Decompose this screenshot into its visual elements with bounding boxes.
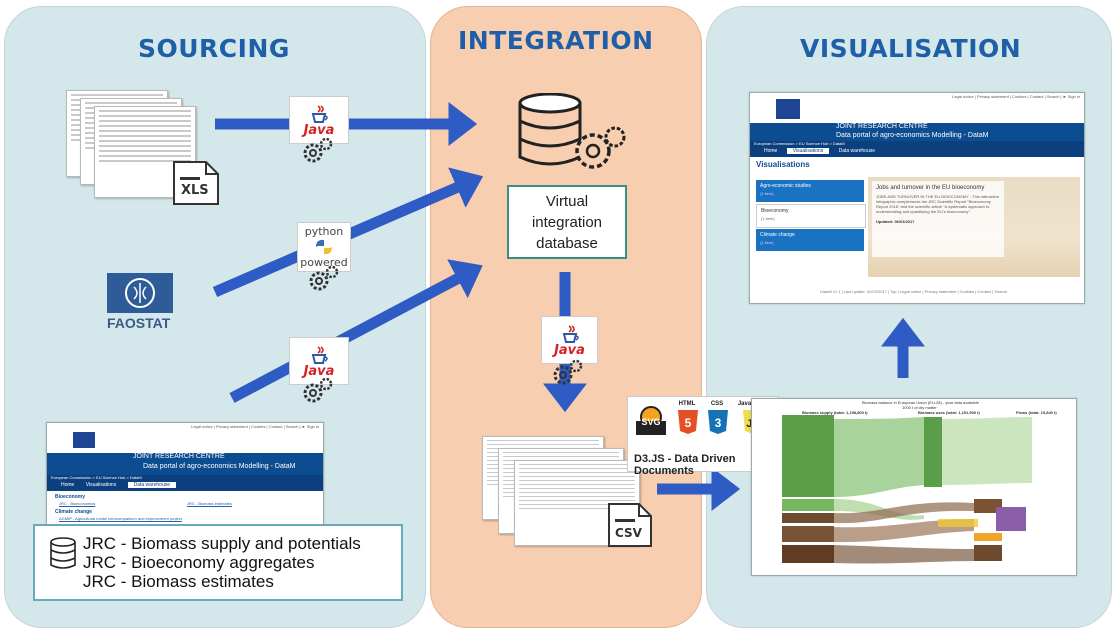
sankey-subtitle: 1000 t of dry matter [902,405,937,410]
portal-breadcrumb: European Commission > EU Science Hub > D… [754,141,845,146]
arrow-portal-to-db [229,259,483,403]
html5-shield-icon: 5 [678,410,698,434]
java-badge-2: Java [289,337,349,385]
menu-item-bioeconomy[interactable]: Bioeconomy (1 item) [756,204,866,228]
card-text: JOBS AND TURNOVER IN THE EU BIOECONOMY -… [876,194,1000,214]
menu-label: Climate change [760,232,795,238]
java-badge-3: Java [541,316,598,364]
sankey-col-uses: Biomass uses (total: 1,151,900 t) [918,410,980,415]
java-cup-icon [311,345,328,364]
portal-subtitle: Data portal of agro-economics Modelling … [836,132,989,139]
datam-portal-screenshot: Legal notice | Privacy statement | Cooki… [46,422,324,528]
csv-label: CSV [615,526,642,540]
card-title: Jobs and turnover in the EU bioeconomy [876,185,985,191]
java-cup-icon [311,104,328,123]
sankey-diagram-screenshot: Biomass balance in European Union (EU-28… [751,398,1077,576]
tab-data-warehouse[interactable]: Data warehouse [127,482,177,488]
java-label: Java [303,363,335,379]
vdb-line: Virtual [545,192,589,210]
portal-section-climate: Climate change [55,509,92,515]
java-label: Java [554,342,585,358]
sankey-title: Biomass balance in European Union (EU-28… [862,400,979,405]
portal-top-links: Legal notice | Privacy statement | Cooki… [191,424,319,429]
python-badge: python powered [297,222,351,272]
portal-breadcrumb: European Commission > EU Science Hub > D… [51,475,142,480]
dataset-item: JRC - Biomass estimates [83,572,274,591]
sankey-flows [782,415,1032,564]
portal-link-biomass-estimates[interactable]: JRC - Biomass estimates [187,501,232,506]
fao-emblem-icon [125,278,155,308]
java-cup-icon [562,324,579,343]
python-logo-icon [316,239,332,255]
tab-visualisations[interactable]: Visualisations [786,148,830,154]
portal-link-agmip[interactable]: AGMIP - Agricultural model intercomparis… [59,516,182,521]
html-label: HTML [678,401,696,407]
sankey-col-flows: Flows (total: 15,840 t) [1016,410,1057,415]
powered-label: powered [300,256,348,269]
gears-icon [309,265,339,291]
portal-org: JOINT RESEARCH CENTRE [836,123,928,130]
menu-count: (1 item) [760,191,774,196]
csv-files [482,436,662,556]
menu-count: (1 item) [760,240,774,245]
css-label: CSS [710,401,724,407]
eu-flag-icon [73,432,95,448]
sankey-col-supply: Biomass supply (total: 1,198,800 t) [802,410,868,415]
dataset-item: JRC - Bioeconomy aggregates [83,553,315,572]
gears-icon [303,137,333,163]
visualisation-title: VISUALISATION [800,34,1022,63]
sourcing-title: SOURCING [138,34,290,63]
card-updated: Updated: 06/03/2017 [876,219,915,224]
portal-link-bioeconomics[interactable]: JRC - Bioeconomics [59,501,96,506]
gears-icon [303,377,333,403]
menu-count: (1 item) [761,216,775,221]
portal-top-links: Legal notice | Privacy statement | Cooki… [952,94,1080,99]
portal-heading: Visualisations [756,160,810,169]
vdb-line: integration [531,213,603,231]
virtual-integration-database: Virtual integration database [507,185,627,259]
menu-label: Bioeconomy [761,208,789,214]
menu-item-agro-economic[interactable]: Agro-economic studies (1 item) [756,180,864,202]
tab-home[interactable]: Home [764,148,778,154]
xls-label: XLS [181,183,209,198]
portal-footer: DataM v1.1 | Last update: 02/03/2017 | T… [820,289,1008,294]
java-badge-1: Java [289,96,349,144]
svg-text:5: 5 [685,416,692,430]
datasets-box: JRC - Biomass supply and potentials JRC … [33,524,403,601]
menu-label: Agro-economic studies [760,183,811,189]
faostat-logo [107,273,173,313]
eu-flag-icon [776,99,800,119]
svg-text:3: 3 [715,416,722,430]
featured-card[interactable]: Jobs and turnover in the EU bioeconomy J… [872,181,1004,257]
faostat-label: FAOSTAT [107,315,171,331]
portal-org: JOINT RESEARCH CENTRE [133,453,225,460]
svg-label: SVG [641,417,661,427]
integration-title: INTEGRATION [458,26,654,55]
csv-file-icon [608,503,652,547]
portal-section-bioeconomy: Bioeconomy [55,494,86,500]
java-label: Java [303,122,335,138]
tab-home[interactable]: Home [61,482,75,488]
vdb-line: database [536,234,598,252]
tab-visualisations[interactable]: Visualisations [85,482,117,488]
xls-file-icon [173,161,219,205]
visualisations-portal-screenshot: Legal notice | Privacy statement | Cooki… [749,92,1085,304]
python-label: python [304,225,344,238]
database-gear-icon [518,93,626,169]
database-icon [50,537,76,569]
svg-logo-icon [636,406,666,435]
d3-title: D3.JS - Data Driven Documents [634,453,736,477]
tab-data-warehouse[interactable]: Data warehouse [838,148,876,154]
portal-subtitle: Data portal of agro-economics Modelling … [143,463,296,470]
gears-icon [553,359,583,385]
menu-item-climate-change[interactable]: Climate change (1 item) [756,229,864,251]
dataset-item: JRC - Biomass supply and potentials [83,534,361,553]
xls-spreadsheets [66,90,226,210]
css3-shield-icon: 3 [708,410,728,434]
